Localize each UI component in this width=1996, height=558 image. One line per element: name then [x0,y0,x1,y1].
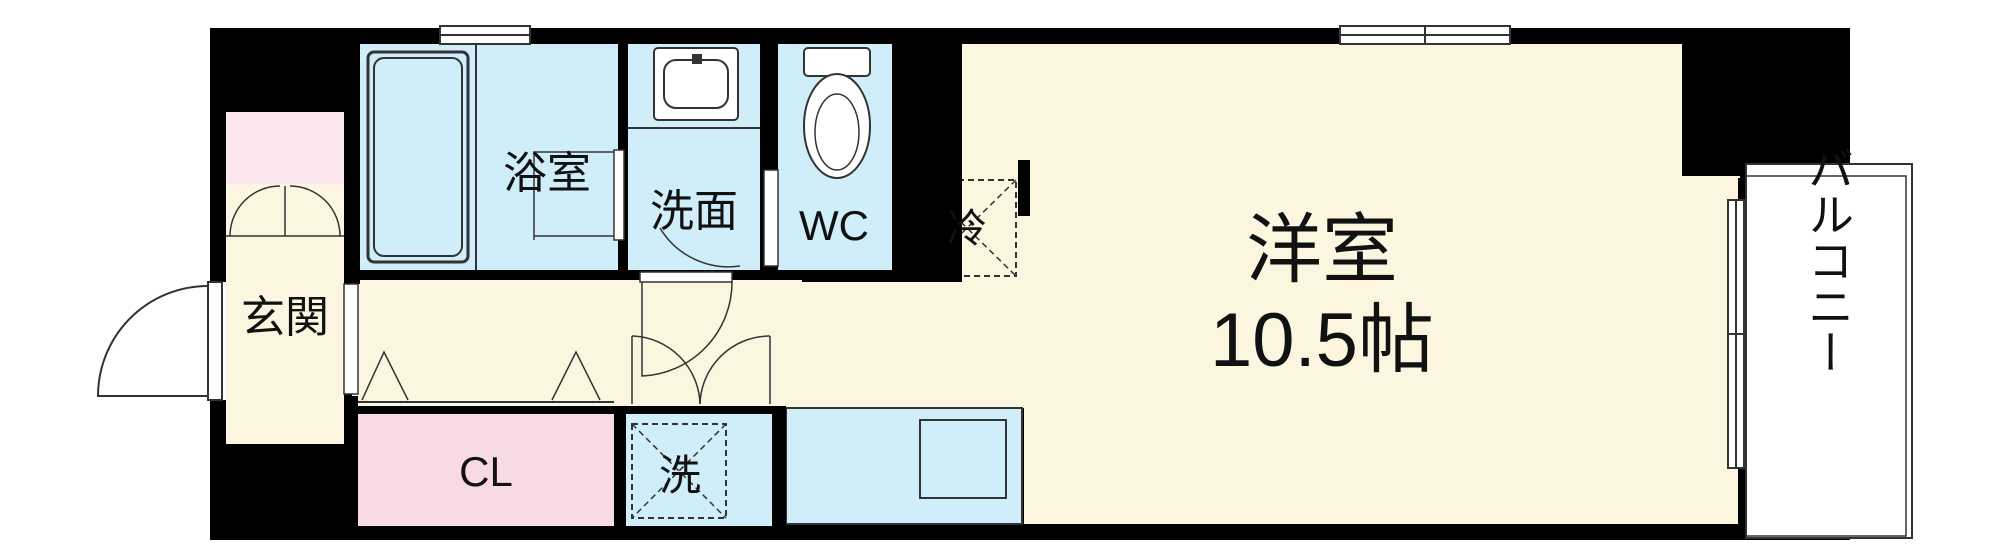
bath-door [613,149,625,241]
bathtub-inner [373,57,463,257]
bath-door-swing [533,151,614,240]
bathtub [366,50,470,264]
faucet-icon [692,54,702,64]
washer-cross-2 [631,423,727,519]
entrance-door-swing [96,285,209,397]
shoe-cabinet-door-left [229,185,281,237]
wall-right-block [1682,44,1846,176]
balcony-area [1745,163,1913,539]
washroom-door-swing [641,281,733,377]
balcony-rail [1745,175,1907,537]
wall-entrance-bath [344,44,360,284]
washroom-label: 洗面 [650,187,738,236]
bath-label: 浴室 [503,149,591,198]
wall-washer-kitchen [772,406,786,528]
closet-label: CL [459,448,513,495]
kitchen-sink-icon [919,419,1007,499]
wall-wc-right [892,44,962,280]
closet-fold-door-right [551,350,601,401]
toilet-door [763,169,779,267]
washroom-inner-swing [659,227,741,268]
toilet-bowl-icon [803,73,871,179]
western-room-size-label: 10.5帖 [1210,298,1434,383]
kitchen-counter [785,407,1023,525]
entrance-step [343,283,359,395]
washroom-door [639,271,733,283]
wash-basin [653,47,739,121]
closet-floor [358,414,614,526]
toilet-tank [803,47,871,77]
balcony-label: バルコニー [1802,145,1854,375]
entrance-door-frame [207,281,223,401]
fridge-label: 冷 [947,207,987,251]
bathroom-floor [360,44,620,270]
toilet-bowl-inner [814,93,860,171]
toilet-label: WC [799,202,869,249]
washer-cross-1 [631,423,727,519]
shoe-cabinet-door-right [289,185,341,237]
wall-notch-right [1018,160,1030,216]
washer-space [631,423,727,519]
washer-label: 洗 [659,452,701,499]
wall-entrance-closet [344,396,358,528]
entrance-floor [226,260,344,444]
corridor-door-swing-left [631,335,701,405]
wall-closet-top [352,406,776,414]
entrance-shoe-area [226,112,344,184]
western-room-notch [962,44,1028,162]
corridor-door-swing-right [699,335,771,405]
western-room-label: 洋室 [1246,208,1398,293]
western-room-floor [770,44,1740,524]
washer-space-floor [624,414,772,526]
wall-closet-washer [614,406,626,528]
wall-wet-bottom [352,270,916,280]
closet-fold-door-left [361,350,409,401]
entrance-label: 玄関 [241,293,329,342]
corridor-floor [352,280,802,406]
